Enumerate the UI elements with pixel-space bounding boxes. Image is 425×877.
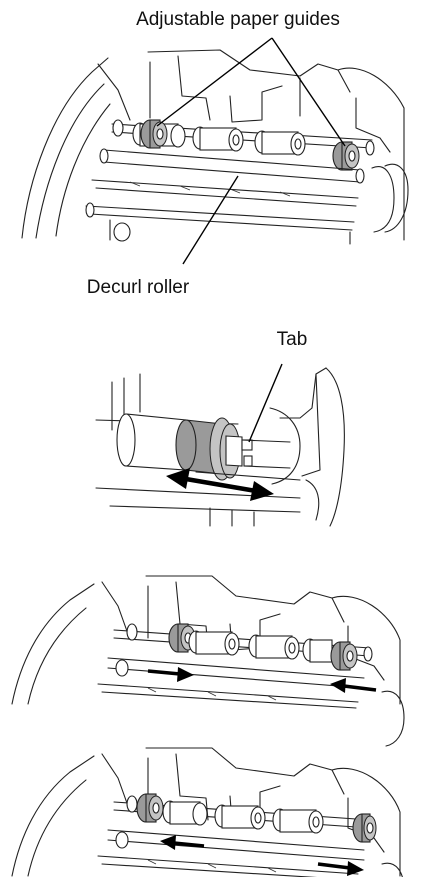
guide-right-inward xyxy=(330,641,358,671)
roller-2 xyxy=(192,126,244,152)
arrow-left-inward xyxy=(330,678,377,693)
guide-right-outward xyxy=(352,813,377,843)
arrow-right-outward xyxy=(317,861,364,876)
slide-double-arrow xyxy=(166,468,274,501)
decurl-roller xyxy=(99,148,365,184)
paper-guide-detail xyxy=(175,417,253,481)
tab-leader-line xyxy=(248,363,283,443)
panel-guide-detail xyxy=(95,367,345,527)
arrow-left-outward xyxy=(160,835,205,850)
adjustable-paper-guide-right xyxy=(332,141,360,171)
guides-leader-lines xyxy=(156,37,346,147)
roller-leader-line xyxy=(182,175,239,265)
label-tab: Tab xyxy=(277,329,308,350)
panel-slide-outward xyxy=(11,747,403,877)
label-adjustable-paper-guides: Adjustable paper guides xyxy=(136,9,340,30)
arrow-right-inward xyxy=(147,667,194,682)
panel-slide-inward xyxy=(11,575,405,747)
label-decurl-roller: Decurl roller xyxy=(87,277,190,298)
roller-3 xyxy=(254,130,306,156)
guide-left-outward xyxy=(136,793,164,823)
tab-detail xyxy=(241,439,253,467)
adjustable-paper-guide-left xyxy=(140,119,168,149)
panel-overview xyxy=(21,49,409,245)
